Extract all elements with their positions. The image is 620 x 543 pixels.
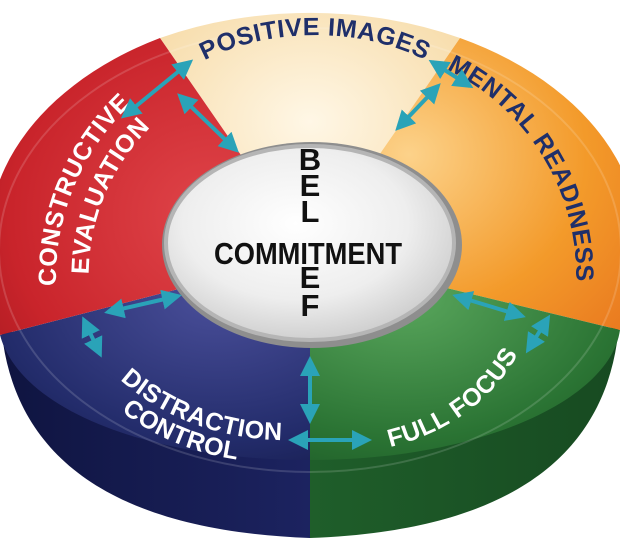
- connector-arrows: [81, 59, 551, 450]
- belief-letter: F: [301, 288, 320, 323]
- double-arrow-icon: [104, 289, 182, 319]
- center-hub: [164, 144, 456, 342]
- commitment-word: COMMITMENT: [214, 236, 402, 271]
- belief-letter: E: [300, 260, 321, 295]
- belief-letter: B: [299, 142, 321, 177]
- rim-highlight: [0, 27, 620, 473]
- belief-letter: L: [301, 194, 320, 229]
- double-arrow-icon: [525, 314, 551, 354]
- belief-letter: E: [300, 168, 321, 203]
- double-arrow-icon: [395, 83, 441, 131]
- double-arrow-icon: [452, 291, 526, 321]
- double-arrow-icon: [81, 316, 103, 358]
- double-arrow-icon: [428, 59, 474, 89]
- double-arrow-icon: [120, 59, 194, 119]
- segment-positive-images: [160, 12, 460, 255]
- double-arrow-icon: [177, 93, 239, 153]
